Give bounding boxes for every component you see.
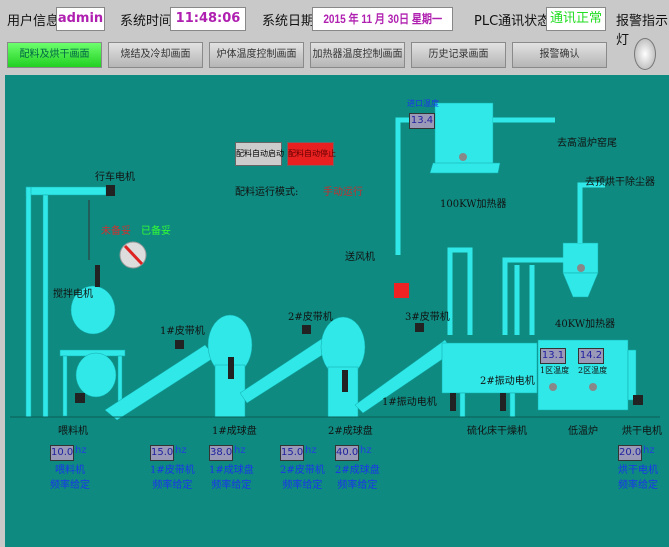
- pelletizer-1-label: 1#成球盘: [212, 426, 257, 437]
- belt-3-label: 3#皮带机: [405, 312, 450, 323]
- to-dust-collector-label: 去预烘干除尘器: [585, 177, 655, 188]
- ready-label: 已备妥: [141, 226, 171, 237]
- date-label: 系统日期: [262, 14, 315, 29]
- setpoint-name: 1#皮带机: [150, 465, 195, 476]
- heater-100kw: [429, 102, 501, 174]
- alarm-ack-button[interactable]: 报警确认: [512, 42, 607, 68]
- user-value: admin: [56, 7, 105, 31]
- pelletizer-2: [320, 316, 366, 418]
- blower-label: 送风机: [345, 252, 375, 263]
- nav-sintering-cooling[interactable]: 烧结及冷却画面: [108, 42, 203, 68]
- date-value: 2015 年 11 月 30日 星期一: [323, 12, 442, 26]
- motor-icons: [75, 185, 643, 411]
- duct-pipes: [395, 117, 605, 335]
- run-mode-value: 手动运行: [323, 187, 363, 198]
- time-value: 11:48:06: [170, 7, 246, 31]
- setpoint-sub: 频率给定: [282, 480, 323, 491]
- date-field: 2015 年 11 月 30日 星期一: [312, 7, 453, 31]
- low-furnace-label: 低温炉: [568, 426, 598, 437]
- setpoint-input[interactable]: 40.0: [335, 445, 359, 461]
- inlet-temp-label: 进口温度: [407, 99, 439, 108]
- mixer-motor-label: 搅拌电机: [53, 289, 93, 300]
- unit-label: hz: [175, 445, 187, 456]
- nav-furnace-temp[interactable]: 炉体温度控制画面: [209, 42, 304, 68]
- nav-batching-drying[interactable]: 配料及烘干画面: [7, 42, 102, 68]
- zone1-temp-label: 1区温度: [540, 366, 570, 375]
- heater-40-label: 40KW加热器: [555, 319, 616, 330]
- feeder-label: 喂料机: [58, 426, 88, 437]
- auto-stop-button[interactable]: 配料自动停止: [287, 142, 336, 166]
- setpoint-sub: 频率给定: [337, 480, 378, 491]
- pelletizer-1: [207, 314, 253, 418]
- zone1-indicator: [549, 383, 557, 391]
- plc-label: PLC通讯状态: [474, 14, 551, 29]
- setpoint-name: 2#成球盘: [335, 465, 380, 476]
- auto-start-button[interactable]: 配料自动启动: [235, 142, 284, 166]
- setpoint-name: 喂料机: [55, 465, 85, 476]
- setpoint-sub: 频率给定: [618, 480, 658, 491]
- heater-40-indicator: [577, 264, 585, 272]
- dryer-label: 硫化床干燥机: [467, 426, 527, 437]
- heater-40kw: [562, 242, 599, 298]
- heater-100-label: 100KW加热器: [440, 199, 507, 210]
- plc-status: 通讯正常: [546, 7, 606, 31]
- to-kiln-label: 去高温炉窑尾: [557, 138, 617, 149]
- unit-label: hz: [234, 445, 246, 456]
- process-panel: 配料自动启动 配料自动停止 配料运行模式: 手动运行 未备妥 已备妥 行车电机 …: [5, 75, 669, 547]
- mixer: [59, 285, 126, 417]
- unit-label: hz: [643, 445, 655, 456]
- belt-2: [239, 337, 331, 404]
- inlet-temp-value: 13.4: [409, 113, 435, 129]
- zone2-temp-value: 14.2: [578, 348, 604, 364]
- setpoint-input[interactable]: 20.0: [618, 445, 642, 461]
- setpoint-name: 2#皮带机: [280, 465, 325, 476]
- nav-history[interactable]: 历史记录画面: [411, 42, 506, 68]
- belt-2-label: 2#皮带机: [288, 312, 333, 323]
- setpoint-name: 烘干电机: [618, 465, 658, 476]
- setpoint-sub: 频率给定: [50, 480, 90, 491]
- setpoint-input[interactable]: 15.0: [150, 445, 174, 461]
- vib-motor-2-label: 2#振动电机: [480, 376, 535, 387]
- setpoint-input[interactable]: 15.0: [280, 445, 304, 461]
- setpoint-input[interactable]: 38.0: [209, 445, 233, 461]
- zone2-temp-label: 2区温度: [578, 366, 608, 375]
- dry-motor-label: 烘干电机: [622, 426, 662, 437]
- user-label: 用户信息: [7, 14, 60, 29]
- vib-motor-1-label: 1#振动电机: [382, 397, 437, 408]
- valve-icon: [119, 241, 147, 269]
- unit-label: hz: [360, 445, 372, 456]
- setpoint-sub: 频率给定: [152, 480, 193, 491]
- zone2-indicator: [589, 383, 597, 391]
- setpoint-input[interactable]: 10.0: [50, 445, 74, 461]
- time-label: 系统时间: [120, 14, 173, 29]
- dryer: [441, 342, 538, 418]
- unit-label: hz: [75, 445, 87, 456]
- blower-stop-indicator: [394, 283, 409, 298]
- setpoint-name: 1#成球盘: [209, 465, 254, 476]
- pelletizer-2-label: 2#成球盘: [328, 426, 373, 437]
- process-schematic: [10, 102, 660, 421]
- alarm-indicator-light: [634, 38, 656, 70]
- unit-label: hz: [305, 445, 317, 456]
- heater-100-indicator: [459, 153, 467, 161]
- crane-motor-label: 行车电机: [95, 172, 135, 183]
- zone1-temp-value: 13.1: [540, 348, 566, 364]
- not-ready-label: 未备妥: [101, 226, 131, 237]
- nav-heater-temp[interactable]: 加热器温度控制画面: [310, 42, 405, 68]
- run-mode-label: 配料运行模式:: [235, 187, 299, 198]
- belt-1-label: 1#皮带机: [160, 326, 205, 337]
- alarm-label: 报警指示灯: [616, 14, 669, 48]
- setpoint-sub: 频率给定: [211, 480, 252, 491]
